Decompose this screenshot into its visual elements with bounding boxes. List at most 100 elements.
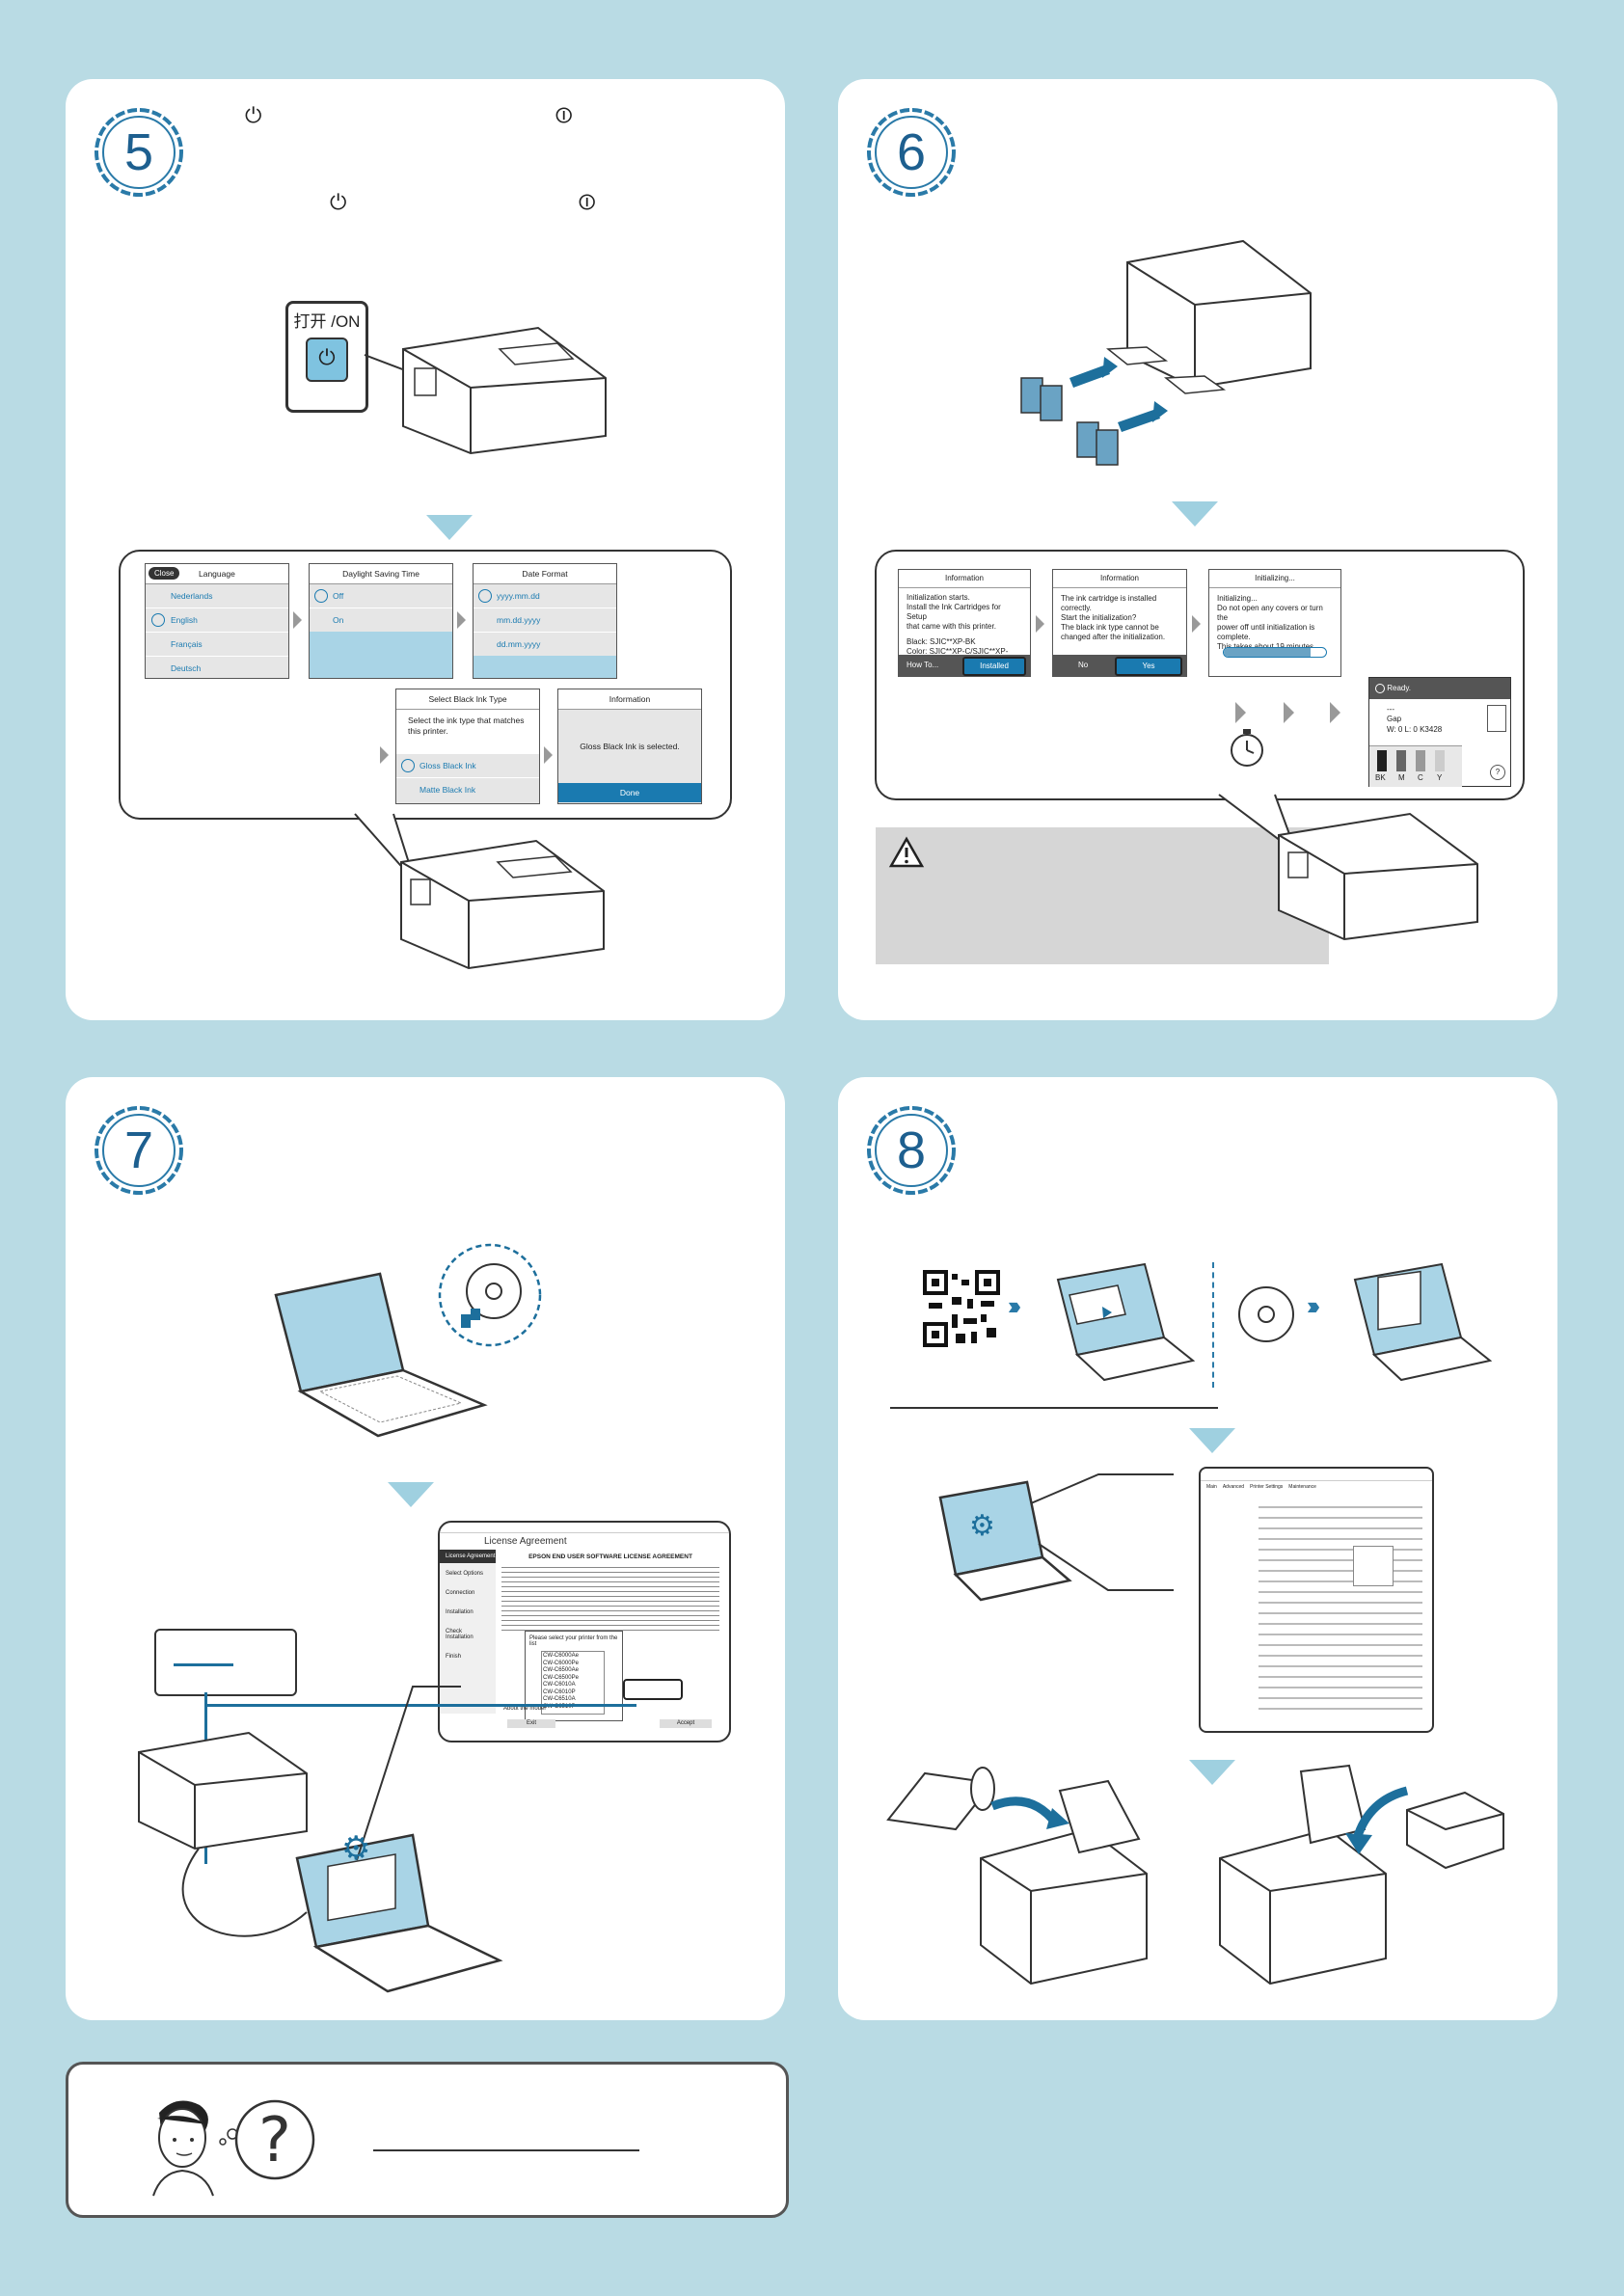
printer-option[interactable]: CW-C6510A	[543, 1696, 576, 1702]
body-line: This takes about 19 minutes.	[1217, 642, 1315, 651]
tab-advanced[interactable]: Advanced	[1222, 1484, 1245, 1490]
power-button-callout: 打开 /ON ⏻	[285, 301, 368, 413]
body-line: power off until initialization is comple…	[1217, 623, 1315, 641]
step-5-panel: 5 ⏻ ⏼ ⏻ ⏼ 打开 /ON ⏻ Close Language Nederl…	[66, 79, 785, 1020]
dst-option-selected[interactable]: Off	[310, 584, 452, 608]
chevrons-icon: ›››	[1008, 1291, 1021, 1320]
gear-icon: ⚙	[969, 1509, 995, 1543]
media-type: Gap	[1387, 715, 1402, 724]
language-option[interactable]: Deutsch	[171, 663, 202, 673]
sidebar-step: Installation	[446, 1609, 474, 1615]
printer-option[interactable]: CW-C6500Ae	[543, 1667, 579, 1673]
person-avatar	[152, 2100, 214, 2197]
step-badge: 8	[867, 1106, 956, 1195]
ink-levels: BK M C Y	[1369, 745, 1462, 787]
window-title: License Agreement	[484, 1536, 567, 1547]
language-screen: Close Language Nederlands English França…	[145, 563, 289, 679]
screen-title: Information	[558, 689, 701, 710]
printer-option[interactable]: CW-C6010P	[543, 1688, 576, 1695]
eula-heading: EPSON END USER SOFTWARE LICENSE AGREEMEN…	[528, 1553, 692, 1560]
qr-code-icon[interactable]	[923, 1270, 1000, 1347]
sidebar-step-active: License Agreement	[440, 1550, 496, 1563]
stopwatch-icon	[1231, 729, 1263, 767]
video-laptop-illustration	[1056, 1262, 1196, 1382]
exit-button[interactable]: Exit	[507, 1719, 555, 1728]
step-badge: 7	[95, 1106, 183, 1195]
printer-option[interactable]: CW-C6000Pe	[543, 1660, 579, 1666]
printer-option[interactable]: CW-C6010A	[543, 1682, 576, 1688]
status-text: Ready.	[1387, 684, 1411, 692]
down-arrow	[1172, 501, 1218, 527]
body-line: Install the Ink Cartridges for Setup	[907, 603, 1001, 621]
language-option-selected[interactable]: English	[146, 608, 288, 633]
tab-maintenance[interactable]: Maintenance	[1288, 1484, 1316, 1490]
warning-icon	[888, 836, 925, 868]
sidebar-step: Select Options	[446, 1571, 484, 1577]
step-number: 5	[124, 123, 153, 181]
check-icon	[478, 589, 492, 603]
date-option-selected[interactable]: yyyy.mm.dd	[474, 584, 616, 608]
date-option[interactable]: mm.dd.yyyy	[474, 608, 616, 633]
right-arrow	[380, 746, 389, 764]
done-button[interactable]: Done	[558, 783, 701, 802]
body-line: changed after the initialization.	[1061, 633, 1166, 641]
power-icon: ⏼	[555, 104, 573, 128]
installed-button[interactable]: Installed	[962, 657, 1026, 676]
no-button[interactable]: No	[1078, 661, 1089, 669]
screen-body: Gloss Black Ink is selected.	[580, 742, 680, 751]
tab-printer-settings[interactable]: Printer Settings	[1250, 1484, 1284, 1490]
power-icon: ⏻	[330, 191, 347, 215]
daylight-saving-screen: Daylight Saving Time Off On	[309, 563, 453, 679]
close-button[interactable]: Close	[149, 567, 180, 580]
sidebar-step: Finish	[446, 1654, 462, 1660]
dst-option[interactable]: On	[310, 608, 452, 632]
down-arrow	[426, 515, 473, 540]
ready-icon	[1375, 683, 1385, 693]
chevrons-icon: ›››	[1307, 1291, 1320, 1320]
power-label: 打开 /ON	[293, 312, 361, 331]
help-link-underline[interactable]	[373, 2149, 639, 2151]
question-icon: ?	[219, 2099, 315, 2180]
screen-body: The ink cartridge is installed correctly…	[1053, 588, 1186, 648]
media-dots: ---	[1387, 705, 1394, 714]
sidebar-step: Check Installation	[446, 1629, 474, 1640]
help-box: ?	[66, 2062, 789, 2218]
information-screen: Information Gloss Black Ink is selected.…	[557, 689, 702, 804]
language-option[interactable]: Français	[146, 633, 288, 657]
progress-fill	[1224, 648, 1312, 657]
yes-button[interactable]: Yes	[1115, 657, 1182, 676]
ink-option[interactable]: Matte Black Ink	[420, 785, 476, 795]
down-arrow	[388, 1482, 434, 1507]
window-titlebar	[440, 1523, 729, 1533]
language-option[interactable]: Nederlands	[146, 584, 288, 608]
screen-title: Date Format	[474, 564, 616, 584]
ink-label: Y	[1437, 773, 1443, 782]
screen-body: Select the ink type that matches this pr…	[396, 710, 539, 754]
about-model-text: About the model	[503, 1706, 546, 1712]
ink-option-selected[interactable]: Gloss Black Ink	[396, 754, 539, 778]
how-to-button[interactable]: How To...	[907, 661, 939, 669]
printer-option[interactable]: CW-C6000Ae	[543, 1653, 579, 1659]
screen-title: Information	[899, 570, 1030, 588]
settings-fields	[1259, 1498, 1422, 1710]
body-line: Black: SJIC**XP-BK	[907, 637, 976, 646]
step-badge: 5	[95, 108, 183, 197]
power-button[interactable]: ⏻	[306, 338, 348, 382]
screen-body: Initialization starts. Install the Ink C…	[899, 588, 1030, 665]
help-icon[interactable]: ?	[1490, 765, 1505, 780]
screens-callout	[875, 550, 1525, 800]
ink-bar-y	[1435, 750, 1445, 771]
date-option[interactable]: dd.mm.yyyy	[474, 633, 616, 656]
menu-icon[interactable]	[1487, 705, 1506, 732]
tab-main[interactable]: Main	[1206, 1484, 1217, 1490]
model-name-line	[174, 1663, 233, 1666]
printer-option[interactable]: CW-C6500Pe	[543, 1674, 579, 1681]
license-window: License Agreement License Agreement Sele…	[438, 1521, 731, 1742]
ink-bar-m	[1396, 750, 1406, 771]
accept-button[interactable]: Accept	[660, 1719, 712, 1728]
gear-icon: ⚙	[341, 1829, 371, 1868]
media-info: --- Gap W: 0 L: 0 K3428	[1387, 705, 1442, 735]
screen-title: Select Black Ink Type	[396, 689, 539, 710]
sidebar-step: Connection	[446, 1590, 475, 1596]
printer-illustration	[1218, 794, 1478, 941]
